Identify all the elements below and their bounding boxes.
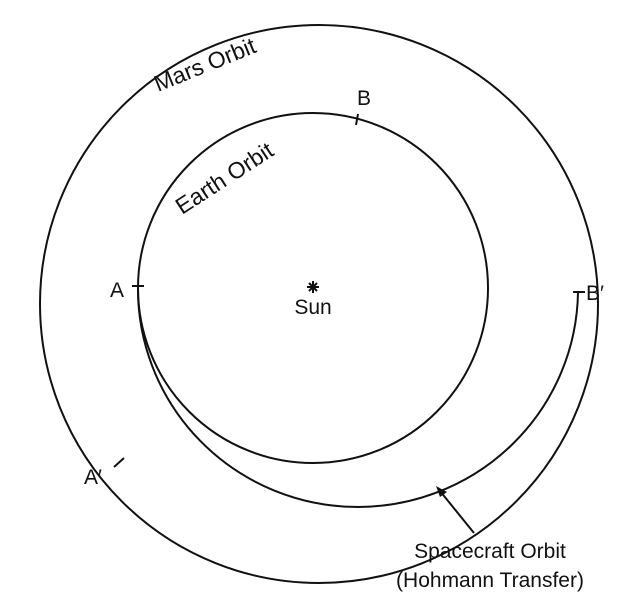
arrow-icon	[436, 486, 475, 534]
earth-orbit-label: Earth Orbit	[171, 136, 279, 219]
mars-orbit	[39, 24, 599, 584]
point-a-label: A	[110, 279, 124, 302]
point-b-label: B	[357, 87, 371, 110]
tick-b	[355, 113, 359, 126]
mars-orbit-label: Mars Orbit	[150, 32, 260, 97]
point-b-prime-label: B′	[586, 282, 604, 305]
sun-label: Sun	[294, 296, 331, 319]
spacecraft-orbit-label: Spacecraft Orbit	[414, 540, 566, 563]
spacecraft-orbit	[136, 285, 579, 508]
sun-icon	[307, 281, 319, 293]
tick-a-prime	[113, 457, 125, 468]
point-a-prime-label: A′	[84, 466, 102, 489]
hohmann-transfer-label: (Hohmann Transfer)	[396, 569, 584, 592]
